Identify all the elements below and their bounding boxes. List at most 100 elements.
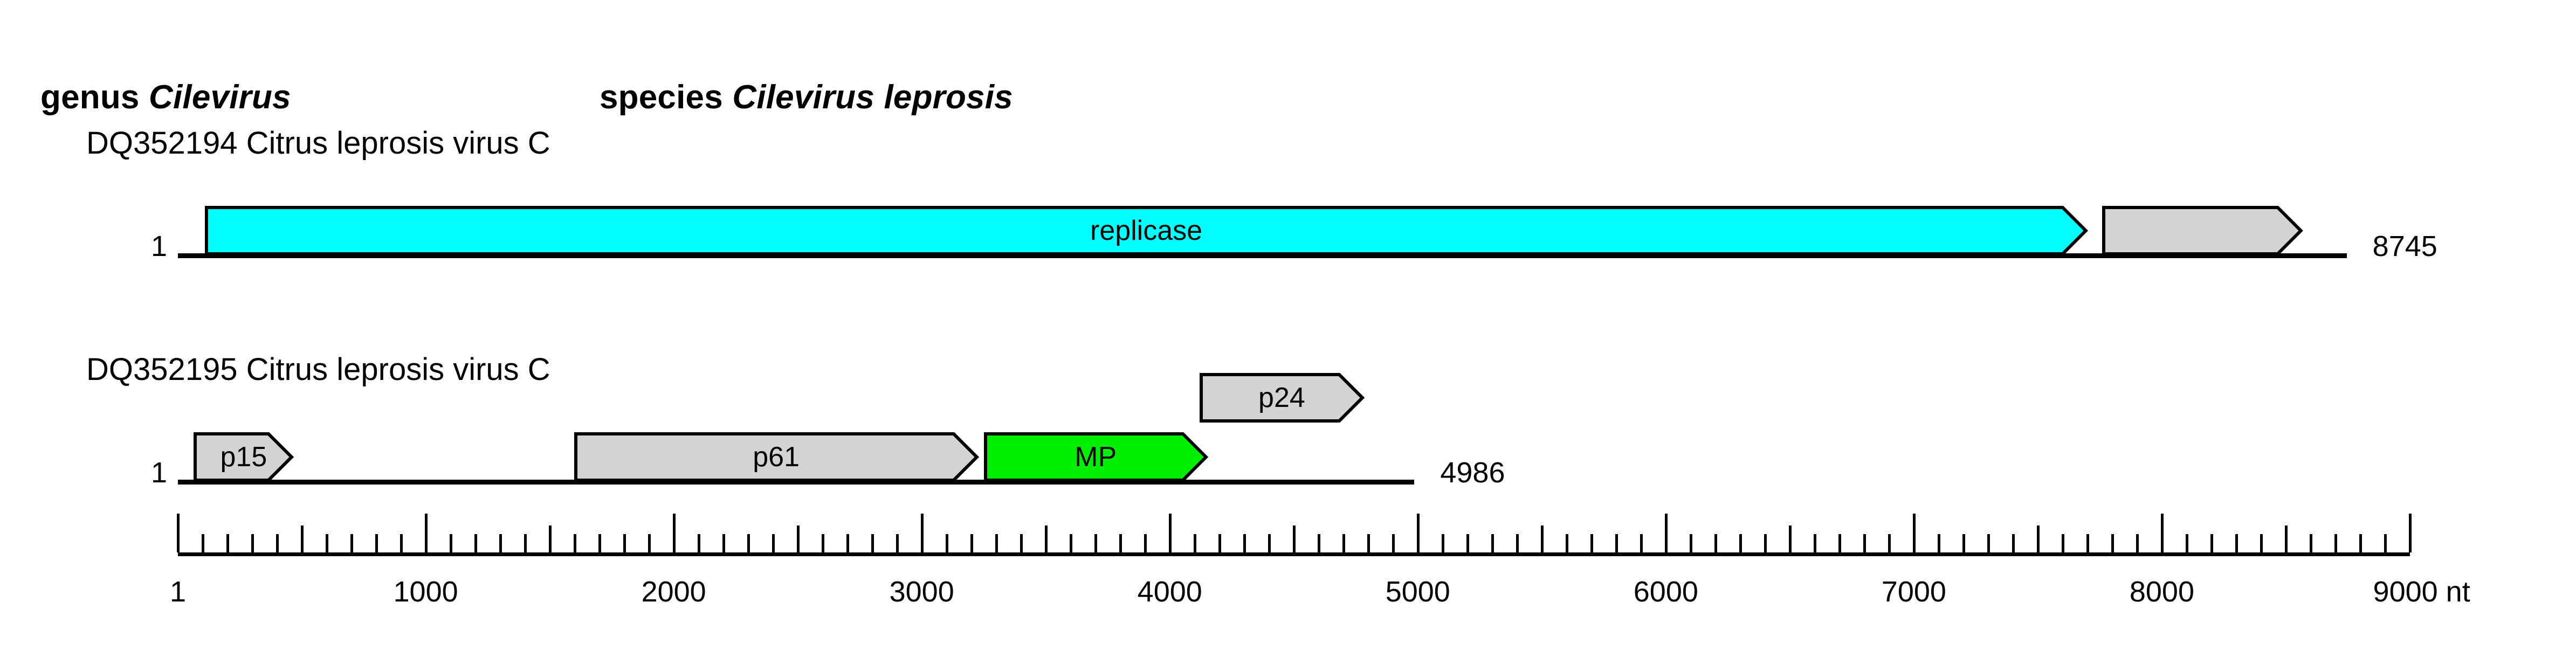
genome-backbone <box>178 480 1415 485</box>
segment-title-dq352194: DQ352194 Citrus leprosis virus C <box>86 126 550 161</box>
ruler-tick <box>1937 534 1940 552</box>
ruler-tick <box>2309 534 2312 552</box>
ruler-tick <box>1565 534 1568 552</box>
ruler-tick-label: 6000 <box>1633 576 1698 608</box>
genus-heading: genus Cilevirus <box>40 78 291 116</box>
ruler-tick <box>400 534 403 552</box>
ruler-tick <box>896 534 899 552</box>
ruler-tick <box>648 534 651 552</box>
ruler-tick <box>2235 534 2238 552</box>
ruler-tick <box>1367 534 1370 552</box>
ruler-tick-label: 9000 nt <box>2373 576 2470 608</box>
ruler-tick <box>1516 534 1519 552</box>
ruler-tick <box>722 534 725 552</box>
species-name: Cilevirus leprosis <box>732 79 1013 116</box>
ruler-tick <box>1888 534 1891 552</box>
ruler-tick <box>1292 525 1296 552</box>
ruler-tick <box>1962 534 1965 552</box>
ruler-tick <box>1764 534 1767 552</box>
ruler-tick <box>1416 514 1420 552</box>
ruler-tick <box>275 534 279 552</box>
ruler-tick <box>1540 525 1544 552</box>
ruler-tick-label: 1 <box>169 576 187 608</box>
ruler-tick <box>945 534 948 552</box>
ruler-tick <box>1218 534 1221 552</box>
ruler-tick <box>1342 534 1345 552</box>
ruler-tick <box>2185 534 2188 552</box>
genus-name: Cilevirus <box>149 79 291 116</box>
ruler-tick <box>424 514 428 552</box>
ruler-tick <box>251 534 254 552</box>
ruler-tick <box>1466 534 1469 552</box>
ruler-tick <box>1119 534 1122 552</box>
ruler-tick <box>1144 534 1147 552</box>
ruler-tick <box>2061 534 2064 552</box>
ruler-tick <box>1788 525 1792 552</box>
ruler-tick <box>2260 534 2263 552</box>
segment-start-label: 1 <box>150 456 167 489</box>
orf-orf2[interactable] <box>2102 206 2303 255</box>
segment-end-label: 8745 <box>2372 230 2437 262</box>
ruler-tick <box>325 534 328 552</box>
ruler-tick <box>2334 534 2337 552</box>
ruler-tick <box>1863 534 1866 552</box>
orf-p24[interactable]: p24 <box>1199 373 1365 423</box>
ruler-tick <box>1094 534 1097 552</box>
segment-start-label: 1 <box>150 230 167 262</box>
ruler-tick <box>598 534 601 552</box>
ruler-tick <box>1069 534 1072 552</box>
ruler-tick <box>846 534 849 552</box>
ruler-tick-label: 2000 <box>641 576 706 608</box>
ruler-tick-label: 3000 <box>889 576 954 608</box>
ruler-tick <box>1714 534 1717 552</box>
ruler-tick <box>1664 514 1668 552</box>
orf-shape <box>574 432 979 482</box>
ruler-tick <box>1020 534 1023 552</box>
ruler-tick <box>1044 525 1048 552</box>
orf-p15[interactable]: p15 <box>194 432 294 482</box>
orf-replicase[interactable]: replicase <box>205 206 2089 255</box>
ruler-tick-label: 8000 <box>2129 576 2195 608</box>
orf-shape <box>205 206 2089 255</box>
ruler-tick <box>772 534 775 552</box>
ruler-tick <box>2160 514 2164 552</box>
ruler-tick <box>747 534 750 552</box>
orf-mp[interactable]: MP <box>983 432 1208 482</box>
ruler-tick <box>1491 534 1494 552</box>
ruler-tick <box>697 534 700 552</box>
ruler-tick <box>871 534 874 552</box>
ruler-tick-label: 7000 <box>1881 576 1946 608</box>
orf-shape <box>983 432 1208 482</box>
species-heading: species Cilevirus leprosis <box>600 78 1013 116</box>
ruler-tick <box>1813 534 1816 552</box>
orf-shape <box>2102 206 2303 255</box>
ruler-tick <box>2409 514 2412 552</box>
ruler-tick <box>1392 534 1395 552</box>
ruler-tick <box>350 534 353 552</box>
orf-p61[interactable]: p61 <box>574 432 979 482</box>
ruler-tick <box>1987 534 1990 552</box>
ruler-tick <box>474 534 477 552</box>
ruler-tick <box>177 514 180 552</box>
ruler-tick <box>2284 525 2288 552</box>
ruler-tick <box>2086 534 2089 552</box>
ruler-tick <box>1268 534 1271 552</box>
ruler-tick <box>548 525 552 552</box>
ruler-tick <box>1193 534 1196 552</box>
ruler-tick <box>1168 514 1172 552</box>
ruler-tick <box>623 534 626 552</box>
ruler-tick <box>995 534 998 552</box>
ruler-tick <box>1441 534 1444 552</box>
genus-label: genus <box>40 79 140 116</box>
ruler-axis-line <box>178 552 2410 556</box>
species-label: species <box>600 79 723 116</box>
ruler-tick-label: 1000 <box>393 576 458 608</box>
ruler-tick <box>226 534 229 552</box>
ruler-tick <box>821 534 824 552</box>
ruler-tick <box>2036 525 2040 552</box>
ruler-tick <box>1739 534 1742 552</box>
ruler-tick <box>1640 534 1643 552</box>
genome-backbone <box>178 253 2347 258</box>
ruler-tick <box>375 534 378 552</box>
ruler-tick <box>1615 534 1618 552</box>
